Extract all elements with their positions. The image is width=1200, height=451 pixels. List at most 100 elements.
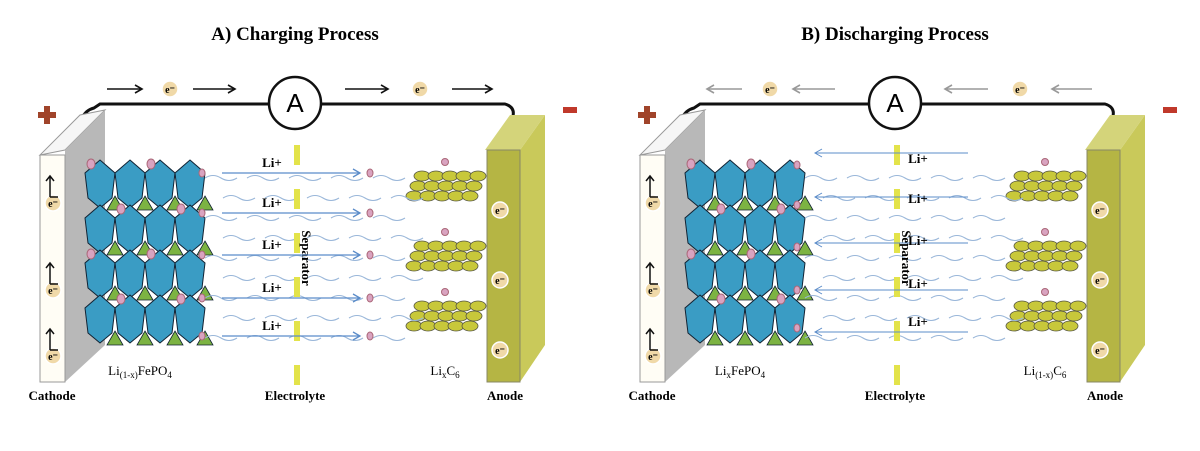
formula-subscript: 6 (1062, 370, 1067, 380)
solvent-molecule (246, 254, 280, 262)
electron-label: e⁻ (165, 85, 175, 96)
lithium-ion (198, 250, 206, 260)
graphite-hexagon (1061, 260, 1079, 272)
solvent-molecule (822, 274, 856, 282)
solvent-molecule (348, 234, 382, 242)
electron-label: e⁻ (648, 199, 658, 210)
graphite-hexagon (1041, 240, 1059, 252)
graphite-stack (1005, 158, 1087, 202)
graphite-hexagon (1013, 170, 1031, 182)
tetrahedron (736, 285, 754, 301)
separator-segment (894, 365, 900, 385)
lithium-ion (441, 158, 449, 166)
electron-label: e⁻ (495, 276, 505, 287)
solvent-molecule (990, 274, 1024, 282)
panel-discharging: B) Discharging ProcessAe⁻e⁻e⁻e⁻e⁻e⁻e⁻e⁻S… (629, 24, 1177, 403)
solvent-molecule (372, 214, 406, 222)
electron-circle (491, 201, 509, 219)
separator-label: Separator (299, 230, 314, 286)
graphite-hexagon (465, 310, 483, 322)
electron-label: e⁻ (48, 286, 58, 297)
cathode-electron-arrow (45, 174, 58, 198)
electron-label: e⁻ (495, 346, 505, 357)
solvent-molecule (372, 294, 406, 302)
lithium-ion (793, 160, 801, 170)
lithium-ion (176, 203, 186, 215)
lithium-ion (1041, 158, 1049, 166)
graphite-hexagon (1065, 250, 1083, 262)
ammeter: A (267, 75, 323, 131)
graphite-hexagon (1019, 260, 1037, 272)
tetrahedron (196, 195, 214, 211)
solvent-molecule (330, 254, 364, 262)
anode-top (1085, 115, 1145, 150)
lithium-ion (776, 203, 786, 215)
anode-plate: e⁻e⁻e⁻ (1085, 115, 1145, 383)
solvent-molecule (906, 274, 940, 282)
electron-flow-arrow-head (227, 84, 237, 94)
tetrahedron (766, 240, 784, 256)
plus-icon (38, 106, 56, 124)
tetrahedron (106, 330, 124, 346)
graphite-hexagon (1051, 250, 1069, 262)
solvent-molecule (264, 274, 298, 282)
graphite-hexagon (1041, 300, 1059, 312)
graphite-hexagon (1065, 310, 1083, 322)
li-ion-label: Li+ (262, 318, 282, 333)
separator-segment (294, 277, 300, 297)
octahedron (744, 294, 776, 344)
tetrahedron (706, 240, 724, 256)
electron-circle (411, 80, 429, 98)
separator-label: Separator (899, 230, 914, 286)
solvent-molecule (972, 294, 1006, 302)
electron-label: e⁻ (48, 199, 58, 210)
plus-icon (638, 106, 656, 124)
lithium-ion (716, 203, 726, 215)
lithium-ion (746, 158, 756, 170)
electron-icon: e⁻ (1091, 271, 1109, 289)
lithium-ion (366, 331, 374, 341)
solvent-molecule (930, 334, 964, 342)
electron-circle (491, 341, 509, 359)
solvent-molecule (264, 194, 298, 202)
electron-circle (644, 281, 662, 299)
anode-label: Anode (487, 388, 523, 403)
octahedron (174, 159, 206, 209)
solvent-molecule (972, 174, 1006, 182)
solvent-molecule (372, 254, 406, 262)
lithium-ion (686, 248, 696, 260)
electron-circle (44, 347, 62, 365)
li-ion-arrow-head (352, 168, 362, 178)
solvent-molecule (204, 334, 238, 342)
electron-icon: e⁻ (644, 347, 662, 365)
separator-segment (294, 189, 300, 209)
graphite-hexagon (1069, 300, 1087, 312)
tetrahedron (136, 195, 154, 211)
tetrahedron (736, 330, 754, 346)
panel-title: A) Charging Process (211, 24, 378, 45)
lithium-ion (1041, 288, 1049, 296)
octahedron (774, 249, 806, 299)
electron-flow-arrow-head (705, 84, 715, 94)
electron-icon: e⁻ (161, 80, 179, 98)
graphite-hexagon (1051, 310, 1069, 322)
solvent-molecule (930, 174, 964, 182)
electron-label: e⁻ (648, 286, 658, 297)
li-ion-label: Li+ (908, 233, 928, 248)
anode-label: Anode (1087, 388, 1123, 403)
octahedron (114, 249, 146, 299)
tetrahedron (166, 240, 184, 256)
solvent-molecule (330, 214, 364, 222)
solvent-molecule (972, 214, 1006, 222)
octahedron (144, 294, 176, 344)
graphite-hexagon (1023, 310, 1041, 322)
li-ion-label: Li+ (908, 276, 928, 291)
formula-text: Li (430, 363, 442, 378)
solvent-molecule (372, 334, 406, 342)
electron-label: e⁻ (1095, 276, 1105, 287)
solvent-molecule (804, 294, 838, 302)
cathode-material-formula: Li(1-x)FePO4 (108, 363, 172, 380)
panel-charging: A) Charging ProcessAe⁻e⁻e⁻e⁻e⁻e⁻e⁻e⁻Sepa… (29, 24, 577, 403)
graphite-hexagon (1005, 320, 1023, 332)
solvent-molecule (204, 214, 238, 222)
